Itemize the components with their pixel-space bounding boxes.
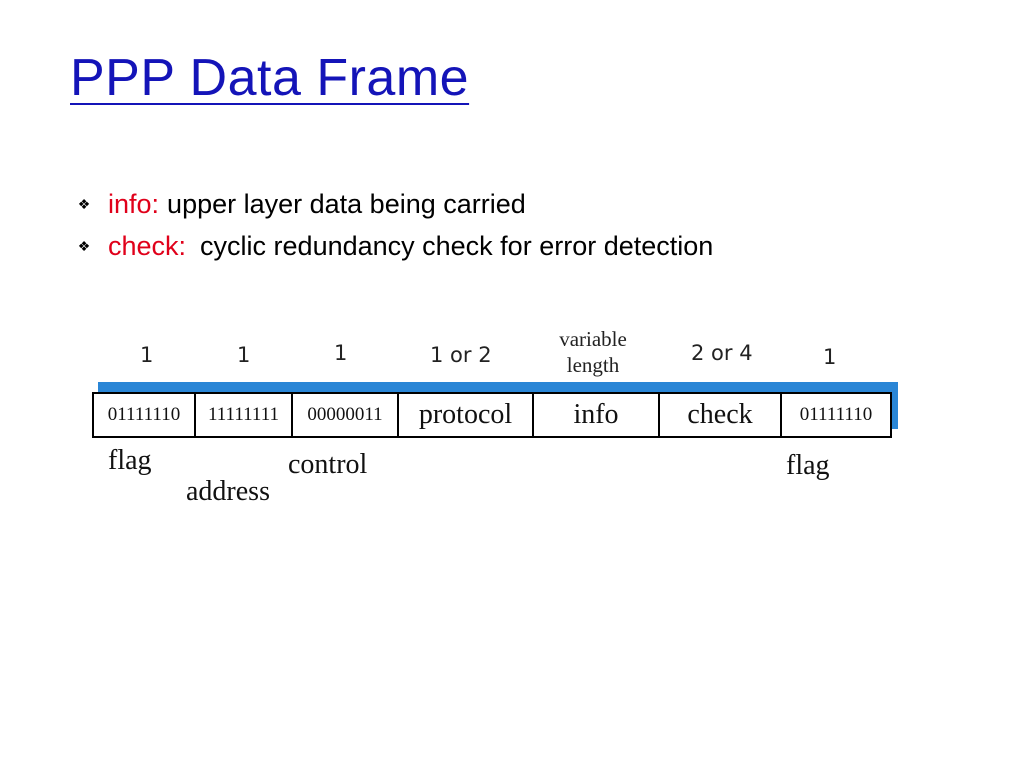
label-control: control	[288, 449, 368, 480]
size-info-line1: variable	[559, 327, 627, 351]
size-control: 1	[334, 341, 348, 365]
field-info: info	[534, 394, 660, 436]
bullet-list: ❖ info: upper layer data being carried ❖…	[72, 183, 714, 267]
size-flag2: 1	[823, 345, 837, 369]
bullet-info-text: upper layer data being carried	[167, 188, 526, 219]
bullet-info: ❖ info: upper layer data being carried	[72, 183, 713, 225]
size-flag1: 1	[140, 343, 154, 367]
slide-title: PPP Data Frame	[70, 49, 470, 107]
field-check: check	[660, 394, 782, 436]
label-address: address	[186, 476, 270, 507]
frame-fields: 01111110 11111111 00000011 protocol info…	[92, 392, 892, 438]
term-info: info:	[108, 188, 160, 219]
label-flag2: flag	[786, 450, 830, 481]
field-control: 00000011	[293, 394, 399, 436]
field-protocol: protocol	[399, 394, 534, 436]
field-address: 11111111	[196, 394, 293, 436]
bullet-check: ❖ check: cyclic redundancy check for err…	[72, 225, 714, 267]
field-flag2: 01111110	[799, 404, 873, 425]
diamond-bullet-icon: ❖	[77, 237, 91, 254]
size-check: 2 or 4	[691, 341, 753, 365]
field-flag1: 01111110	[94, 394, 196, 436]
term-check: check:	[108, 230, 187, 261]
bullet-check-text: cyclic redundancy check for error detect…	[200, 230, 714, 261]
size-protocol: 1 or 2	[430, 343, 492, 367]
size-info-line2: length	[566, 353, 620, 377]
label-flag1: flag	[108, 445, 152, 476]
size-address: 1	[237, 343, 251, 367]
size-info: variable length	[545, 326, 641, 378]
diamond-bullet-icon: ❖	[77, 195, 91, 212]
